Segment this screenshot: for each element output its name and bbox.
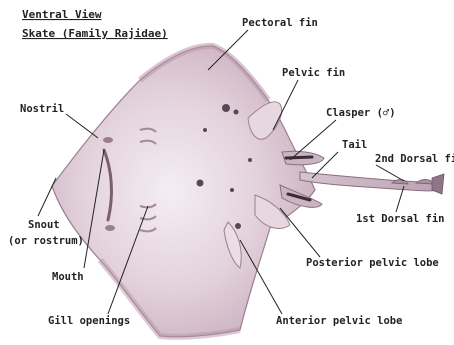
label-second-dorsal: 2nd Dorsal fin [375,153,454,165]
label-nostril: Nostril [20,103,64,115]
label-mouth: Mouth [52,271,84,283]
nostril-right [105,225,115,231]
label-gill-openings: Gill openings [48,315,130,327]
label-anterior-pelvic-lobe: Anterior pelvic lobe [276,315,402,327]
label-pelvic-fin: Pelvic fin [282,67,345,79]
nostril-left [103,137,113,143]
second-dorsal-fin [416,179,434,184]
clasper-upper-tip [286,157,312,158]
label-snout: Snout [28,219,60,231]
title-line-2: Skate (Family Rajidae) [22,27,168,40]
label-first-dorsal: 1st Dorsal fin [356,213,445,225]
label-pectoral-fin: Pectoral fin [242,17,318,29]
tail-tip [432,174,444,194]
label-snout-alt: (or rostrum) [8,235,84,247]
label-posterior-pelvic-lobe: Posterior pelvic lobe [306,257,439,269]
label-tail: Tail [342,139,367,151]
label-clasper: Clasper (♂) [326,107,396,119]
title-line-1: Ventral View [22,8,102,21]
skate-body [52,46,315,337]
